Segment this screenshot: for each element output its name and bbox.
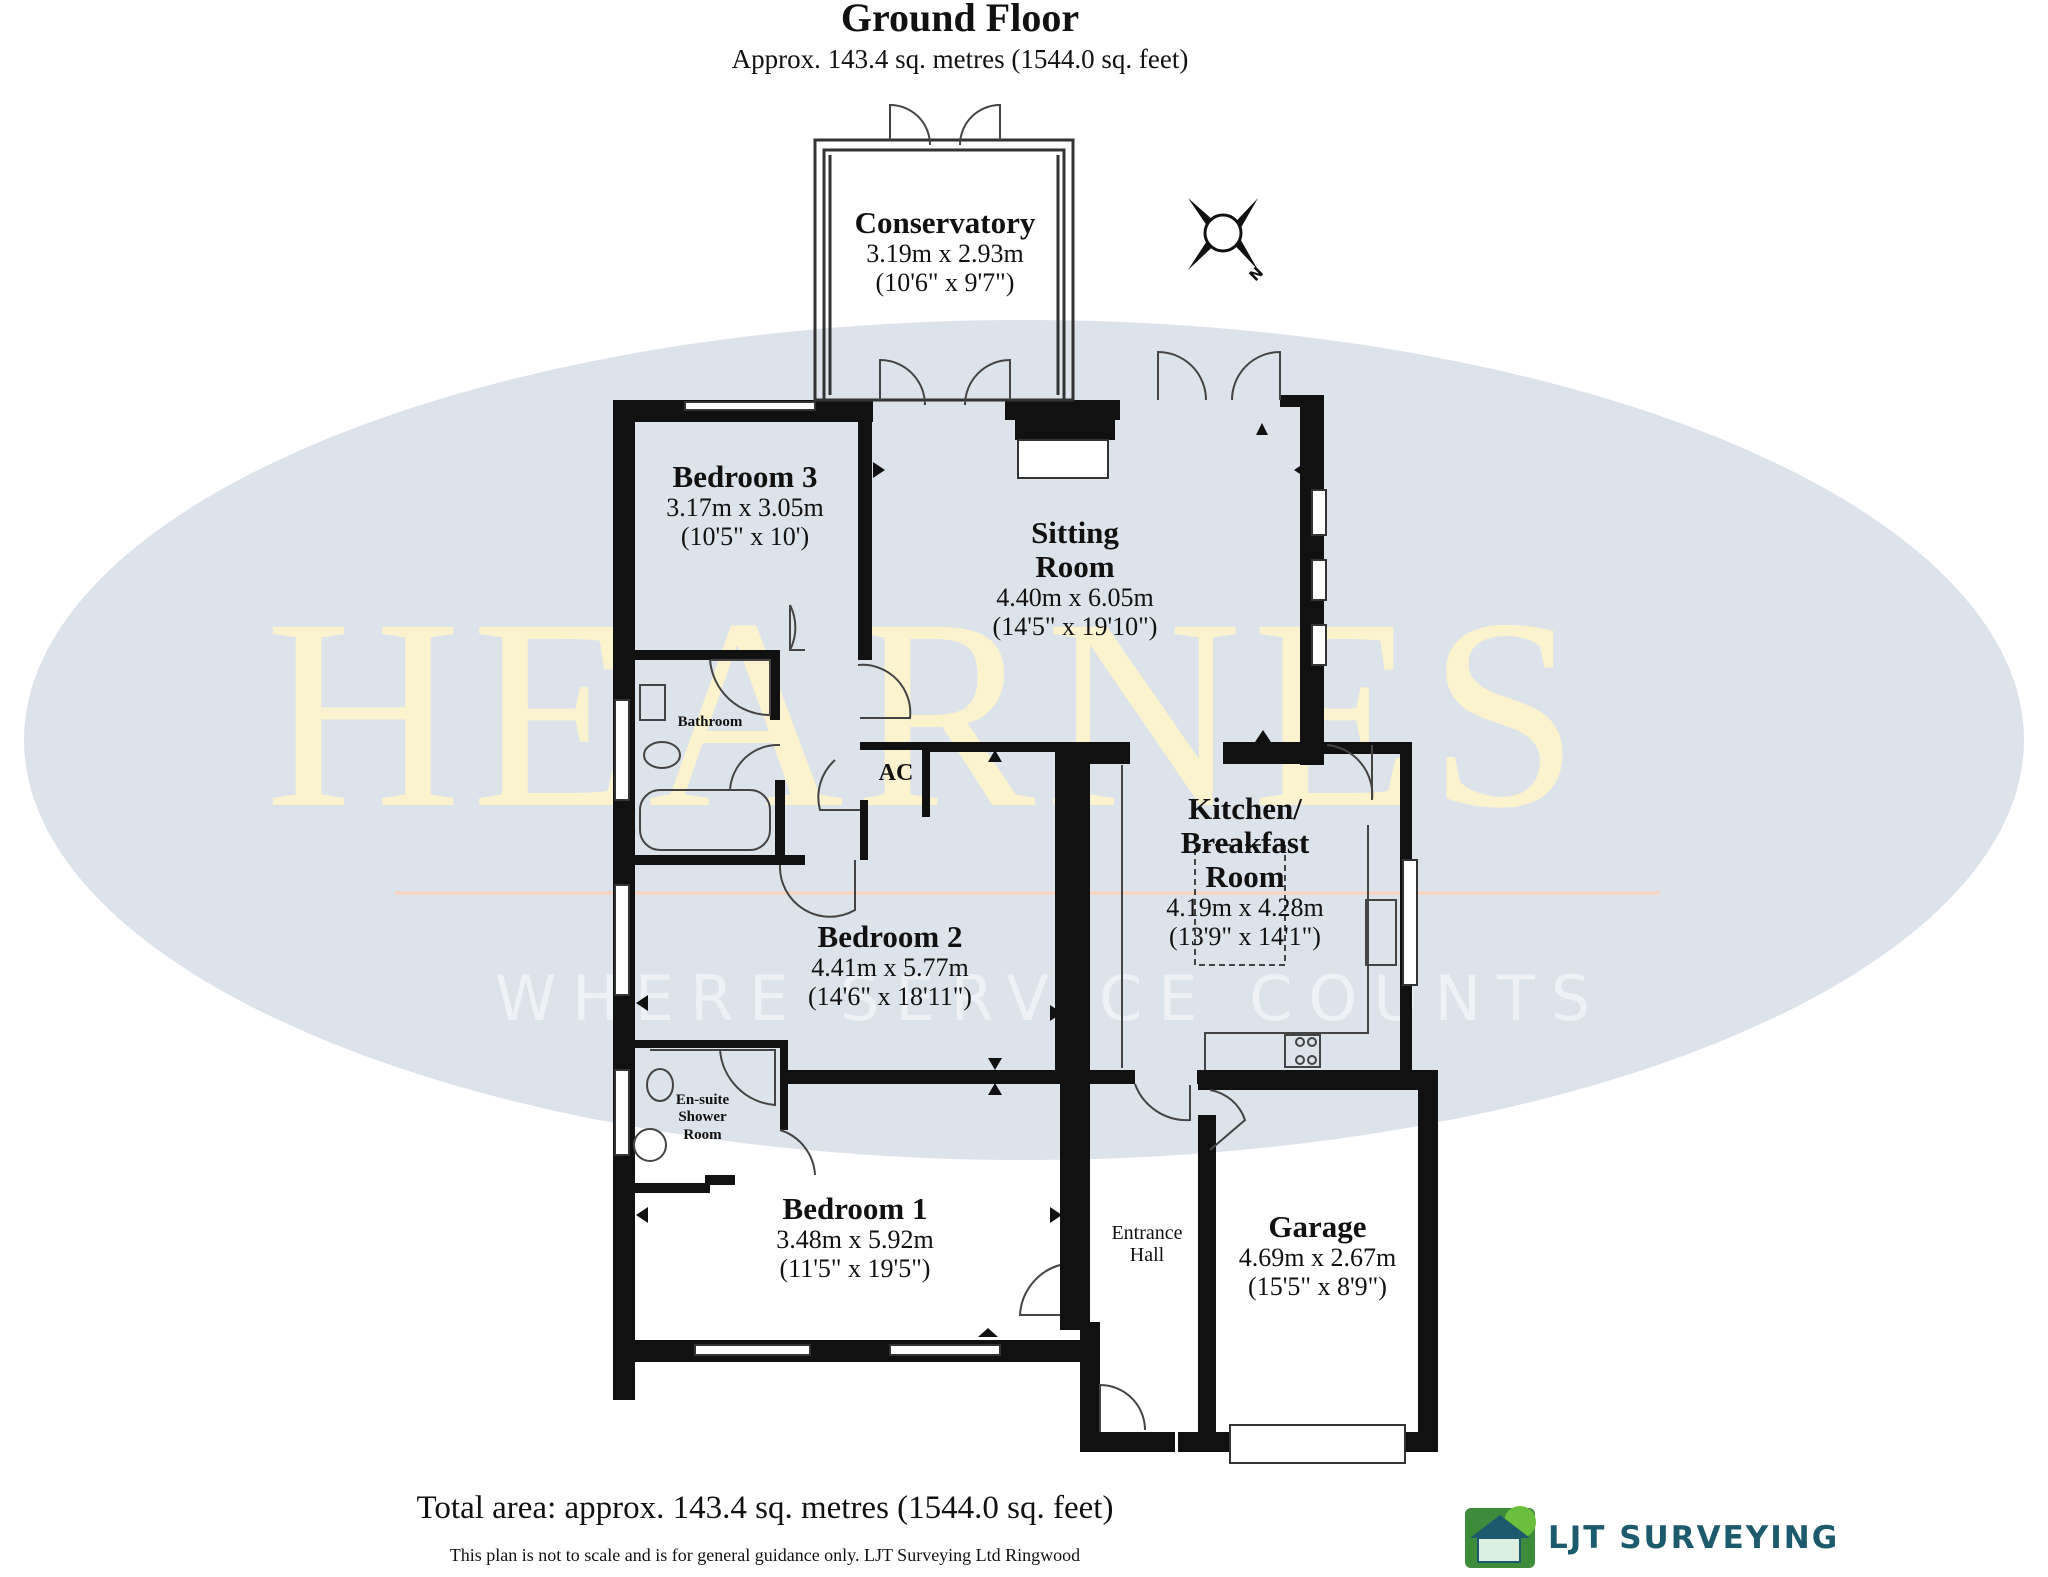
- room-name: Garage: [1268, 1209, 1367, 1244]
- room-name: Conservatory: [854, 205, 1036, 240]
- room-name: Bedroom 1: [782, 1191, 928, 1226]
- compass-icon: [1188, 198, 1258, 270]
- room-metric: 4.69m x 2.67m: [1238, 1243, 1397, 1273]
- room-name: Breakfast: [1180, 825, 1310, 861]
- room-metric: 3.48m x 5.92m: [776, 1225, 934, 1255]
- room-imperial: (10'6" x 9'7"): [875, 267, 1015, 297]
- room-name: Room: [1035, 549, 1115, 585]
- room-imperial: (11'5" x 19'5"): [779, 1253, 931, 1283]
- bedroom3-label: Bedroom 3 3.17m x 3.05m (10'5" x 10'): [640, 459, 850, 551]
- label-line: Shower: [678, 1109, 727, 1126]
- windows: [614, 401, 1418, 1464]
- label-line: En-suite: [675, 1092, 730, 1108]
- room-name: Room: [1205, 859, 1285, 895]
- garage-label: Garage 4.69m x 2.67m (15'5" x 8'9"): [1215, 1209, 1420, 1301]
- ljt-logo-text: LJT SURVEYING: [1548, 1520, 1840, 1556]
- kitchen-label: Kitchen/ Breakfast Room 4.19m x 4.28m (1…: [1130, 791, 1360, 951]
- room-imperial: (14'6" x 18'11"): [808, 981, 972, 1011]
- conservatory-frame: [813, 138, 1075, 402]
- conservatory-doors: [879, 103, 1281, 406]
- room-metric: 3.17m x 3.05m: [666, 493, 824, 523]
- bedroom1-label: Bedroom 1 3.48m x 5.92m (11'5" x 19'5"): [735, 1191, 975, 1283]
- bathroom-fixtures: [633, 659, 1317, 1162]
- ensuite-label: En-suite Shower Room: [655, 1092, 750, 1144]
- kitchen-units: [1121, 765, 1397, 1070]
- label-line: Hall: [1129, 1244, 1165, 1266]
- door-swings: [729, 604, 1374, 1432]
- entrance-hall-label: Entrance Hall: [1097, 1222, 1197, 1266]
- room-imperial: (15'5" x 8'9"): [1248, 1271, 1387, 1301]
- room-name: Bedroom 2: [817, 919, 963, 954]
- conservatory-label: Conservatory 3.19m x 2.93m (10'6" x 9'7"…: [820, 205, 1070, 297]
- room-imperial: (14'5" x 19'10"): [992, 611, 1158, 641]
- total-area: Total area: approx. 143.4 sq. metres (15…: [416, 1490, 1114, 1526]
- room-name: Bedroom 3: [672, 459, 818, 494]
- disclaimer: This plan is not to scale and is for gen…: [449, 1545, 1081, 1565]
- ljt-logo-icon: [1465, 1506, 1536, 1568]
- room-metric: 4.19m x 4.28m: [1166, 893, 1324, 923]
- room-name: Kitchen/: [1188, 791, 1302, 826]
- walls: [613, 395, 1438, 1452]
- room-name: Sitting: [1031, 515, 1119, 550]
- room-imperial: (13'9" x 14'1"): [1169, 921, 1321, 951]
- label-line: Room: [683, 1126, 722, 1143]
- ac-label: AC: [878, 760, 914, 786]
- watermark-oval: [24, 320, 2024, 1160]
- arrow-markers: [636, 423, 1306, 1337]
- watermark-rule: [395, 891, 1660, 895]
- room-metric: 4.41m x 5.77m: [811, 953, 969, 983]
- bathroom-label: Bathroom: [677, 714, 743, 730]
- page-title: Ground Floor: [840, 0, 1080, 40]
- label-line: Entrance: [1111, 1222, 1183, 1244]
- room-metric: 3.19m x 2.93m: [866, 239, 1024, 269]
- sitting-room-label: Sitting Room 4.40m x 6.05m (14'5" x 19'1…: [950, 515, 1200, 641]
- bedroom2-label: Bedroom 2 4.41m x 5.77m (14'6" x 18'11"): [765, 919, 1015, 1011]
- page-subtitle: Approx. 143.4 sq. metres (1544.0 sq. fee…: [731, 44, 1189, 74]
- room-metric: 4.40m x 6.05m: [996, 583, 1154, 613]
- room-imperial: (10'5" x 10'): [680, 521, 810, 551]
